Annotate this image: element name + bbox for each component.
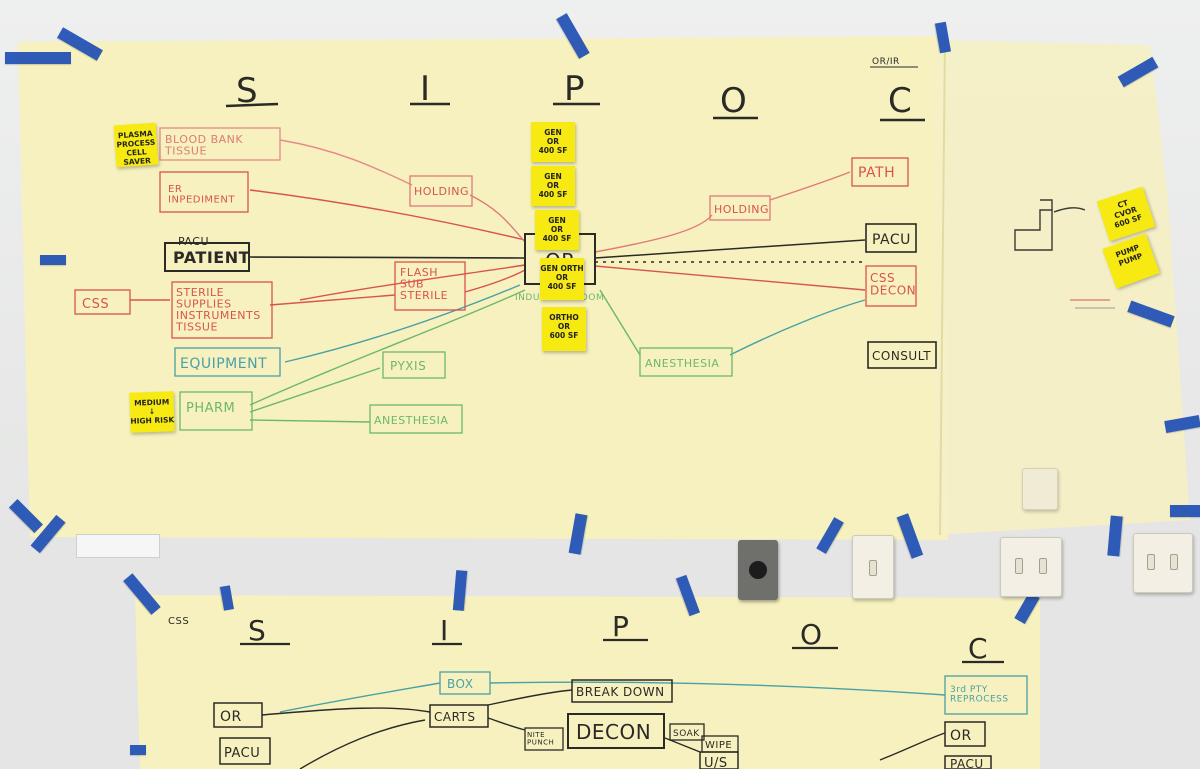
light-switch-toggle[interactable] <box>1015 558 1023 574</box>
bottom-box-us: U/S <box>704 756 728 769</box>
tape-strip <box>130 745 146 755</box>
box-pacu-small: PACU <box>178 235 209 248</box>
top-flow-arrows <box>130 139 866 423</box>
tape-strip <box>1170 505 1200 517</box>
tape-strip <box>5 52 71 64</box>
bottom-box-pacu: PACU <box>224 746 260 761</box>
box-equipment: EQUIPMENT <box>180 356 267 372</box>
header-s: S <box>236 71 258 111</box>
bottom-box-or: OR <box>220 709 242 725</box>
box-consult: CONSULT <box>872 349 931 363</box>
top-sipoc-headers: S I P O C <box>236 69 912 121</box>
light-switch-toggle[interactable] <box>869 560 877 576</box>
bottom-box-soak: SOAK <box>673 729 700 739</box>
double-switch-plate <box>1000 537 1062 597</box>
bottom-flow-arrows <box>261 681 946 769</box>
bottom-sipoc-headers: S I P O C <box>248 610 988 665</box>
top-paper-sheet <box>18 36 948 540</box>
box-patient: PATIENT <box>173 248 250 267</box>
dimmer-knob[interactable] <box>749 561 767 579</box>
box-pyxis: PYXIS <box>390 359 426 373</box>
bottom-box-pacu-right: PACU <box>950 757 984 769</box>
header-o: O <box>720 81 747 121</box>
chair-sketch <box>1014 199 1086 251</box>
box-holding-right: HOLDING <box>714 203 769 216</box>
box-holding-left: HOLDING <box>414 185 469 198</box>
box-css: CSS <box>82 297 109 312</box>
light-switch-toggle[interactable] <box>1039 558 1047 574</box>
tape-strip <box>40 255 66 265</box>
wall-label-card <box>76 534 160 558</box>
corner-label: OR/IR <box>872 57 900 67</box>
header-i: I <box>420 69 431 109</box>
header-p: P <box>564 69 585 109</box>
light-switch-toggle[interactable] <box>1147 554 1155 570</box>
box-pharm: PHARM <box>186 401 235 416</box>
top-paper-extension <box>935 40 1190 535</box>
sticky-note-medium-high-risk: MEDIUM↓HIGH RISK <box>129 391 175 433</box>
header-c: C <box>888 81 912 121</box>
light-switch-toggle[interactable] <box>1170 554 1178 570</box>
wall-switch-behind-paper <box>1022 468 1058 510</box>
box-path: PATH <box>858 165 895 181</box>
box-anesthesia-left: ANESTHESIA <box>374 414 448 427</box>
dimmer-dial[interactable] <box>738 540 778 600</box>
bottom-box-wipe: WIPE <box>705 740 732 751</box>
bottom-header-o: O <box>800 618 823 651</box>
double-switch-plate <box>1133 533 1193 593</box>
light-switch-plate <box>852 535 894 599</box>
box-pacu-right: PACU <box>872 232 911 248</box>
bottom-header-s: S <box>248 614 266 647</box>
bottom-box-or-right: OR <box>950 728 972 744</box>
bottom-box-break-down: BREAK DOWN <box>576 685 665 699</box>
bottom-corner-label: CSS <box>168 616 189 627</box>
bottom-header-c: C <box>968 632 988 665</box>
box-anesthesia-right: ANESTHESIA <box>645 357 719 370</box>
bottom-header-i: I <box>440 614 449 647</box>
bottom-box-carts: CARTS <box>434 710 476 724</box>
bottom-box-box: BOX <box>447 677 473 691</box>
bottom-box-decon: DECON <box>576 720 651 744</box>
bottom-header-p: P <box>612 610 629 643</box>
